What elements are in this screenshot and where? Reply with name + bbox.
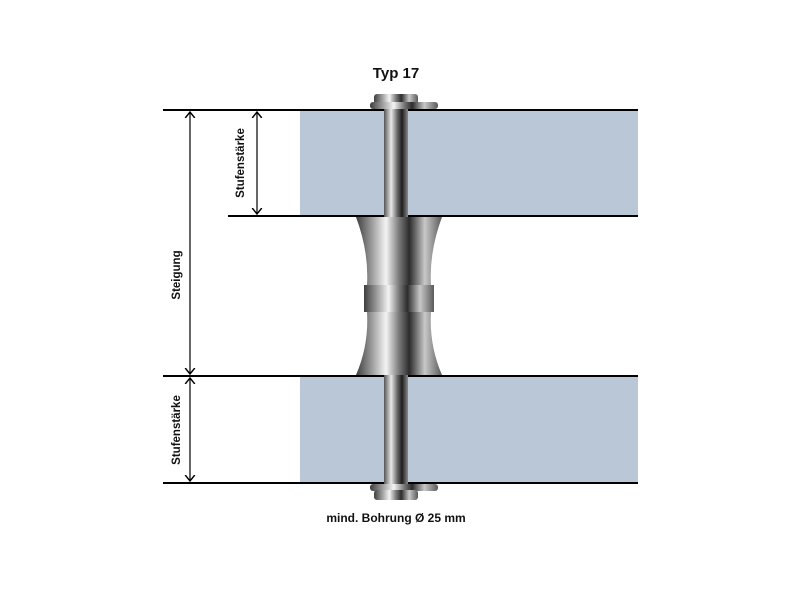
steigung-label: Steigung (171, 250, 183, 299)
stufenstaerke-top-label: Stufenstärke (235, 128, 247, 198)
diagram-title: Typ 17 (373, 65, 419, 82)
bohrung-label: mind. Bohrung Ø 25 mm (326, 511, 465, 525)
top-step (300, 110, 638, 216)
top-nut-icon (370, 94, 438, 109)
bottom-step (300, 376, 638, 483)
stufenstaerke-bottom-label: Stufenstärke (171, 395, 183, 465)
spacer-upper-cone-icon (356, 217, 442, 285)
spacer-lower-cone-icon (356, 312, 442, 375)
spacer-middle-collar (364, 285, 434, 312)
bottom-nut-icon (370, 484, 438, 500)
